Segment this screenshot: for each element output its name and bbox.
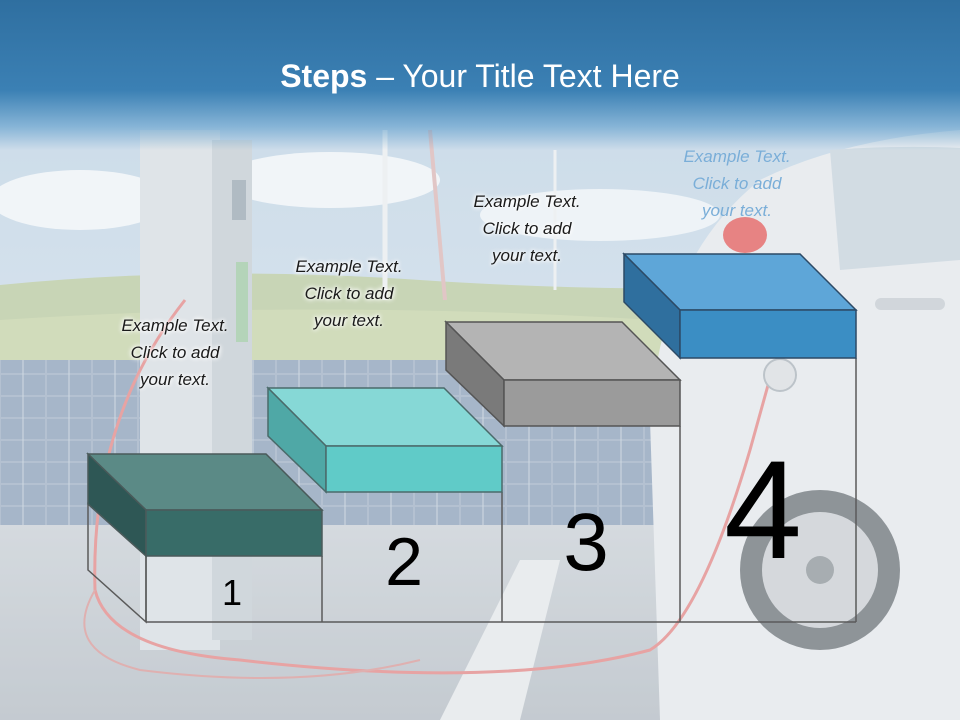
caption-line: Click to add	[482, 219, 572, 238]
step-2-block[interactable]	[266, 386, 504, 494]
slide-title[interactable]: Steps – Your Title Text Here	[0, 56, 960, 96]
step-3-front	[503, 379, 681, 427]
step-1-number: 1	[222, 572, 242, 613]
step-1-block[interactable]	[86, 452, 324, 558]
caption-line: your text.	[702, 201, 772, 220]
step-4-caption[interactable]: Example Text. Click to add your text.	[652, 143, 822, 224]
caption-line: your text.	[140, 370, 210, 389]
caption-line: your text.	[314, 311, 384, 330]
title-bar	[0, 0, 960, 150]
step-4-front	[679, 309, 857, 359]
step-1-caption[interactable]: Example Text. Click to add your text.	[90, 312, 260, 393]
step-1-front	[145, 509, 323, 557]
step-3-block[interactable]	[444, 320, 682, 428]
title-bold: Steps	[280, 58, 368, 94]
caption-line: Click to add	[130, 343, 220, 362]
step-4-block[interactable]	[622, 252, 858, 360]
caption-line: Click to add	[692, 174, 782, 193]
caption-line: Example Text.	[295, 257, 403, 276]
caption-line: Example Text.	[473, 192, 581, 211]
step-4-number: 4	[724, 431, 802, 588]
caption-line: Example Text.	[121, 316, 229, 335]
caption-line: Example Text.	[683, 147, 791, 166]
step-2-front	[325, 445, 503, 493]
step-2-number: 2	[385, 524, 423, 600]
step-2-caption[interactable]: Example Text. Click to add your text.	[264, 253, 434, 334]
caption-line: Click to add	[304, 284, 394, 303]
caption-line: your text.	[492, 246, 562, 265]
step-3-caption[interactable]: Example Text. Click to add your text.	[442, 188, 612, 269]
step-3-number: 3	[563, 497, 609, 588]
title-rest: – Your Title Text Here	[367, 58, 680, 94]
